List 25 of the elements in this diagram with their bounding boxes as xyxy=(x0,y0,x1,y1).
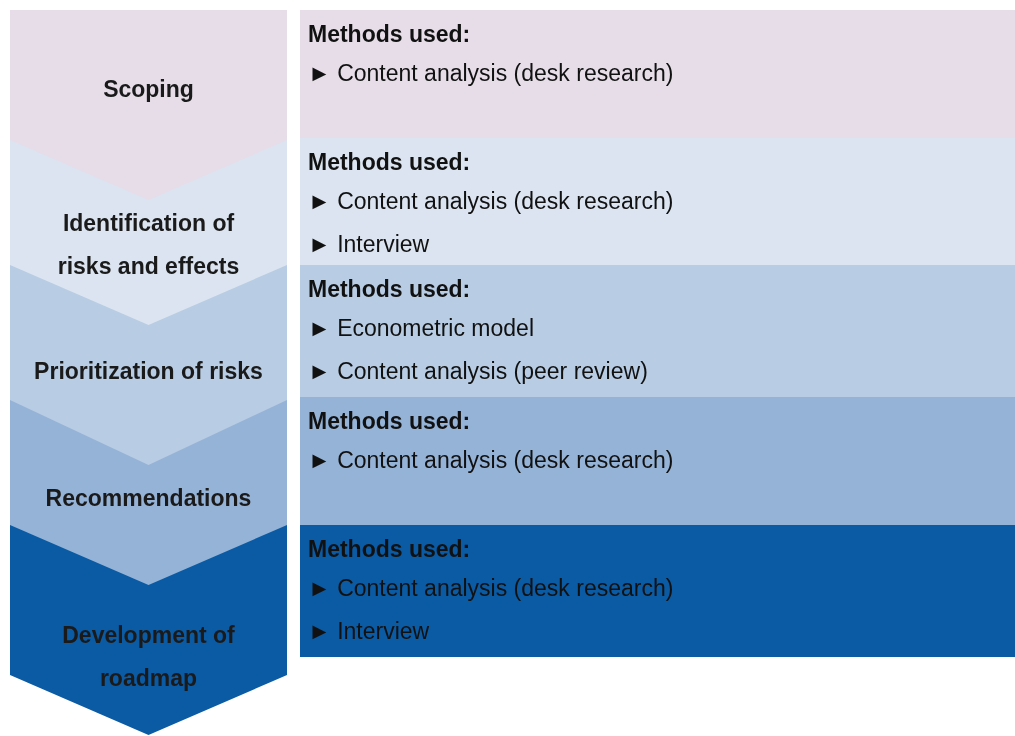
panel-heading: Methods used: xyxy=(308,535,472,564)
process-step-band xyxy=(10,525,287,735)
panel-heading: Methods used: xyxy=(308,20,472,49)
panel-heading: Methods used: xyxy=(308,407,472,436)
step-label: Scoping xyxy=(102,75,195,104)
panel-heading: Methods used: xyxy=(308,148,472,177)
method-item: ► Econometric model xyxy=(308,314,535,343)
methods-panel xyxy=(300,138,1015,265)
methods-panel xyxy=(300,397,1015,525)
method-item: ► Content analysis (desk research) xyxy=(308,59,675,88)
process-step-band xyxy=(10,10,287,200)
method-item: ► Content analysis (desk research) xyxy=(308,446,675,475)
step-label: Recommendations xyxy=(44,484,253,513)
panel-heading: Methods used: xyxy=(308,275,472,304)
methods-panel xyxy=(300,265,1015,397)
step-label: Identification of risks and effects xyxy=(56,209,241,281)
method-item: ► Interview xyxy=(308,230,431,259)
method-item: ► Interview xyxy=(308,617,431,646)
step-label: Prioritization of risks xyxy=(34,357,263,386)
method-item: ► Content analysis (desk research) xyxy=(308,574,675,603)
step-label: Development of roadmap xyxy=(61,621,236,693)
methods-panel xyxy=(300,10,1015,138)
method-item: ► Content analysis (peer review) xyxy=(308,357,649,386)
method-item: ► Content analysis (desk research) xyxy=(308,187,675,216)
methods-panel xyxy=(300,525,1015,657)
